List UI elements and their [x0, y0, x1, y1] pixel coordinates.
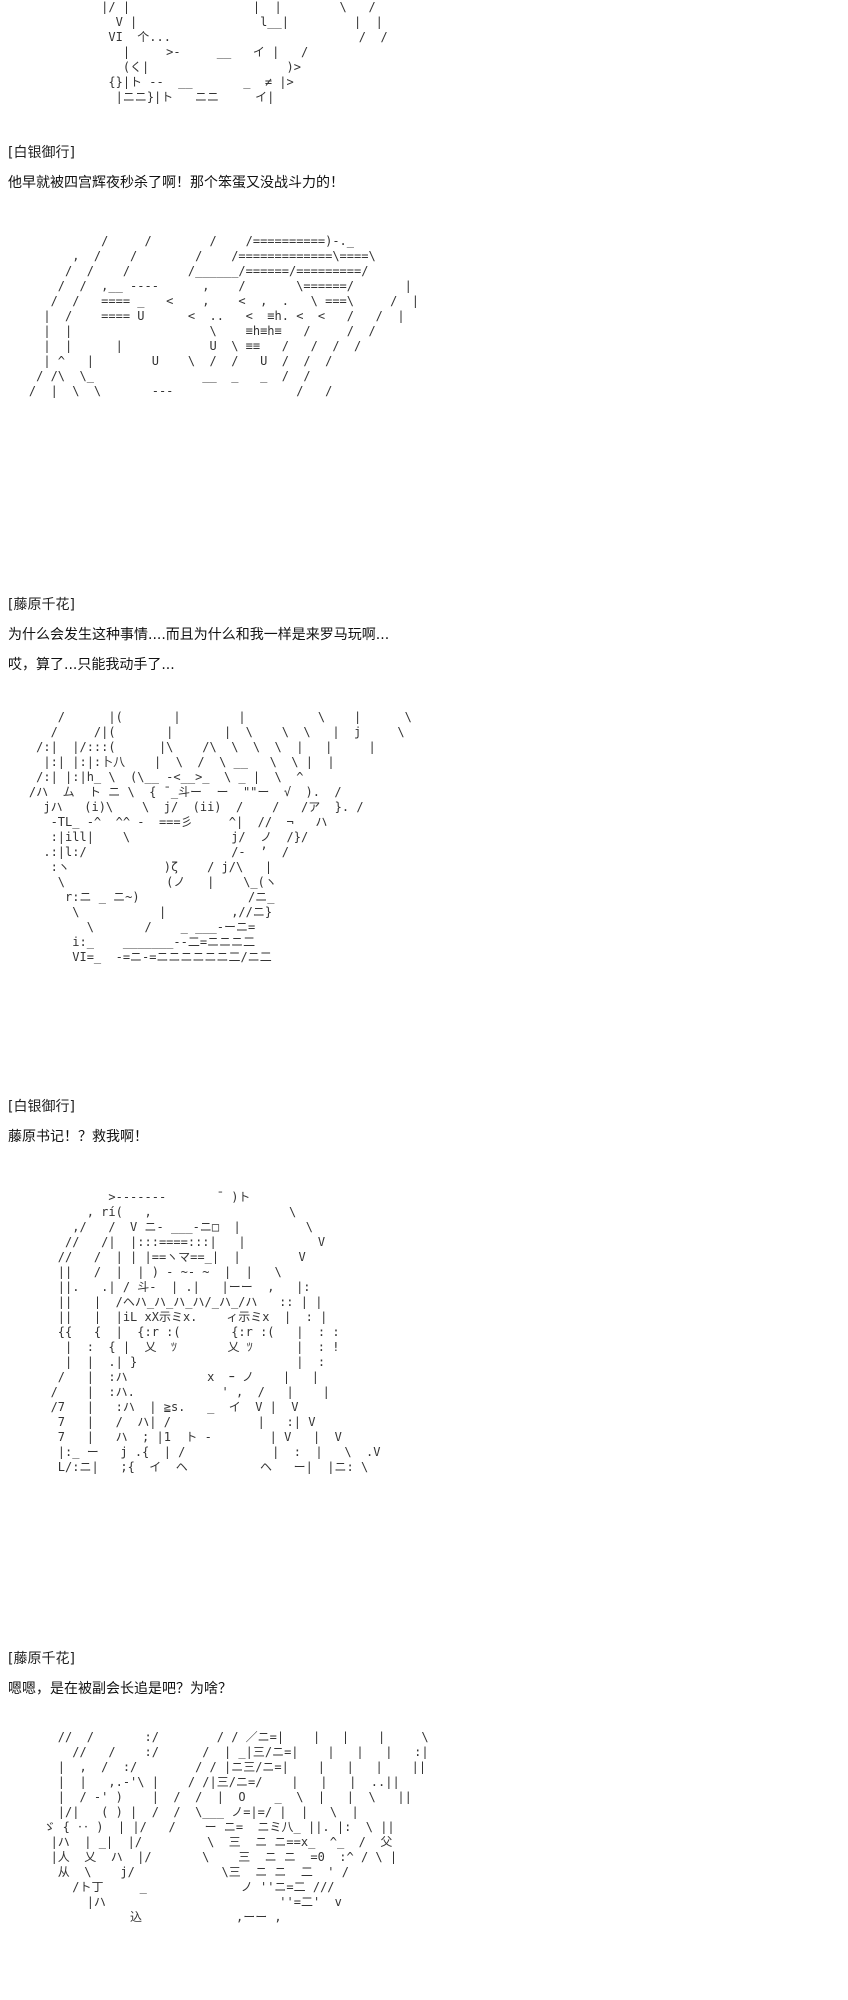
dialogue-line: 为什么会发生这种事情....而且为什么和我一样是来罗马玩啊... — [8, 627, 390, 643]
speaker-label: [藤原千花] — [8, 597, 75, 613]
speaker-label: [藤原千花] — [8, 1651, 75, 1667]
ascii-art-4: >------- ̄ )ト , rí( , \ ,/ / V ニ- ___-ニ□… — [50, 1190, 381, 1474]
speaker-label: [白银御行] — [8, 1099, 75, 1115]
dialogue-line: 哎，算了...只能我动手了... — [8, 657, 175, 673]
ascii-art-3: / |( | | \ | \ / /|( | | \ \ \ | j \ /:|… — [28, 710, 412, 964]
ascii-art-5: // / :/ / / ／ニ=| | | | \ // / :/ / | _|三… — [43, 1730, 429, 1924]
dialogue-line: 他早就被四宫辉夜秒杀了啊！那个笨蛋又没战斗力的！ — [8, 175, 344, 191]
dialogue-line: 嗯嗯，是在被副会长追是吧？为啥？ — [8, 1681, 232, 1697]
dialogue-line: 藤原书记！？救我啊！ — [8, 1129, 148, 1145]
speaker-label: [白银御行] — [8, 145, 75, 161]
ascii-art-1: |/ | | | \ / V | l__| | | VI 个... / / | … — [101, 0, 388, 104]
ascii-art-2: / / / /==========)-._ , / / / /=========… — [28, 234, 420, 398]
